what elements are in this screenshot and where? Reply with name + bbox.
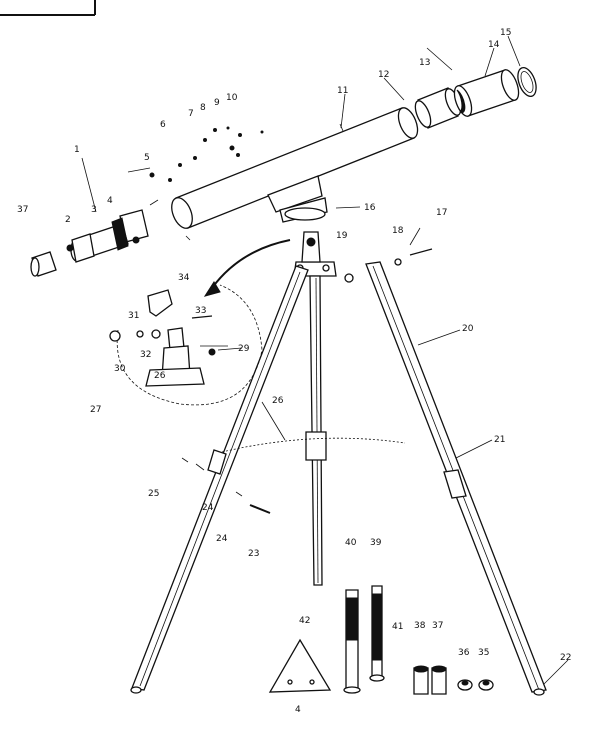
callout-25: 25 bbox=[148, 489, 159, 499]
callout-7: 7 bbox=[188, 109, 194, 119]
callout-35: 35 bbox=[478, 648, 489, 658]
accessory-chain bbox=[221, 437, 406, 453]
callout-17: 17 bbox=[436, 208, 447, 218]
callout-23: 23 bbox=[248, 549, 259, 559]
callout-24-a: 24 bbox=[202, 503, 214, 513]
callout-30: 30 bbox=[114, 364, 126, 374]
callout-38: 38 bbox=[414, 621, 426, 631]
callout-22: 22 bbox=[560, 653, 571, 663]
callout-39: 39 bbox=[370, 538, 382, 548]
callout-8: 8 bbox=[200, 103, 206, 113]
callout-24-b: 24 bbox=[216, 534, 228, 544]
callout-labels: 1 2 3 4 5 6 7 8 9 10 11 12 13 14 15 16 1… bbox=[17, 28, 571, 715]
tripod-head bbox=[293, 231, 433, 283]
callout-16: 16 bbox=[364, 203, 376, 213]
inset-detail bbox=[109, 239, 291, 406]
callout-27: 27 bbox=[90, 405, 101, 415]
focuser-assembly bbox=[30, 209, 149, 277]
callout-41: 41 bbox=[392, 622, 403, 632]
callout-3: 3 bbox=[91, 205, 97, 215]
callout-14: 14 bbox=[488, 40, 500, 50]
callout-19: 19 bbox=[336, 231, 348, 241]
callout-20: 20 bbox=[462, 324, 474, 334]
callout-31: 31 bbox=[128, 311, 139, 321]
finder-small-parts bbox=[149, 126, 264, 241]
main-tube bbox=[171, 107, 419, 229]
callout-37-b: 37 bbox=[432, 621, 443, 631]
callout-26-a: 26 bbox=[272, 396, 284, 406]
callout-42: 42 bbox=[299, 616, 310, 626]
objective-assembly bbox=[414, 66, 537, 129]
callout-4: 4 bbox=[107, 196, 113, 206]
callout-9: 9 bbox=[214, 98, 220, 108]
leg-small-parts bbox=[181, 457, 271, 514]
callout-4-b: 4 bbox=[295, 705, 301, 715]
callout-33: 33 bbox=[195, 306, 206, 316]
tripod-legs bbox=[130, 261, 547, 696]
callout-12: 12 bbox=[378, 70, 389, 80]
callout-36: 36 bbox=[458, 648, 470, 658]
accessories-bottom bbox=[268, 585, 494, 695]
callout-11: 11 bbox=[337, 86, 348, 96]
callout-26-b: 26 bbox=[154, 371, 166, 381]
callout-40: 40 bbox=[345, 538, 357, 548]
callout-6: 6 bbox=[160, 120, 166, 130]
callout-1: 1 bbox=[74, 145, 80, 155]
leader-lines bbox=[81, 35, 569, 685]
callout-13: 13 bbox=[419, 58, 430, 68]
callout-15: 15 bbox=[500, 28, 511, 38]
callout-2: 2 bbox=[65, 215, 71, 225]
callout-34: 34 bbox=[178, 273, 190, 283]
tube-saddle bbox=[267, 175, 328, 223]
callout-29: 29 bbox=[238, 344, 250, 354]
callout-10: 10 bbox=[226, 93, 238, 103]
callout-37-a: 37 bbox=[17, 205, 28, 215]
callout-32: 32 bbox=[140, 350, 151, 360]
callout-21: 21 bbox=[494, 435, 505, 445]
frame-corner bbox=[0, 0, 96, 16]
callout-5: 5 bbox=[144, 153, 150, 163]
callout-18: 18 bbox=[392, 226, 404, 236]
